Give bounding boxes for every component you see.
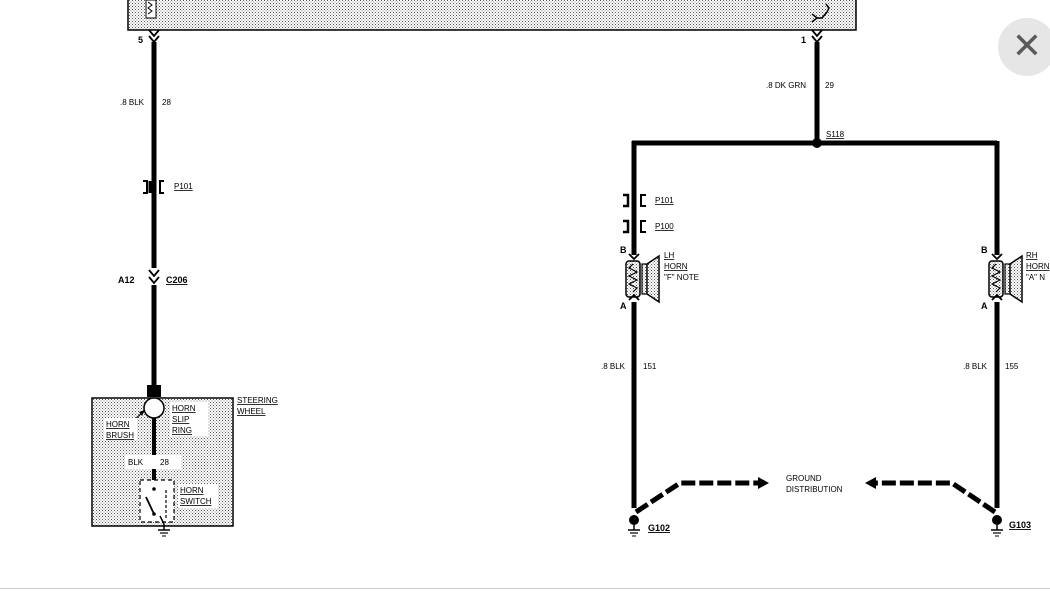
splice-s118-label: S118 (826, 130, 845, 139)
connector-p100: P100 (623, 219, 674, 234)
right-circuit: 1 .8 DK GRN 29 S118 P101 P100 B (601, 29, 1050, 537)
pin-1-label: 1 (801, 35, 806, 45)
horn-switch-label-line2: SWITCH (180, 497, 212, 506)
bottom-toolbar-edge (0, 588, 1050, 594)
connector-c206: A12 C206 (118, 269, 188, 285)
ground-g102: G102 (628, 515, 670, 537)
rh-horn-label-line2: HORN (1026, 262, 1050, 271)
ground-distribution: GROUND DISTRIBUTION (634, 474, 997, 515)
pin-5-label: 5 (138, 35, 143, 45)
lh-ground-wire-gauge-color: .8 BLK (601, 362, 626, 371)
connector-p101-left: P101 (143, 180, 193, 194)
lh-ground-wire-circuit: 151 (643, 362, 657, 371)
connector-p101-right-label: P101 (655, 196, 674, 205)
lh-horn-label-line1: LH (664, 251, 674, 260)
left-circuit: 5 .8 BLK 28 P101 A12 C206 STEERING WHEEL (91, 29, 278, 537)
horn-slip-ring-label-line3: RING (172, 426, 192, 435)
ground-g102-label: G102 (648, 523, 670, 533)
wire-color-inner: BLK (128, 458, 144, 467)
lh-horn-label-line3: "F" NOTE (664, 273, 699, 282)
wire-gauge-color-left-top: .8 BLK (120, 98, 145, 107)
wire-gauge-color-right-top: .8 DK GRN (766, 81, 806, 90)
close-button[interactable]: ✕ (998, 18, 1050, 76)
lh-horn-pin-b: B (620, 245, 627, 255)
horn-slip-ring-label-line1: HORN (172, 404, 196, 413)
close-icon: ✕ (1011, 26, 1043, 67)
wire-circuit-right-top: 29 (825, 81, 834, 90)
horn-switch-label-line1: HORN (180, 486, 204, 495)
steering-wheel-label-line2: WHEEL (237, 407, 266, 416)
steering-wheel-label-line1: STEERING (237, 396, 278, 405)
splice-s118-dot (812, 138, 822, 148)
ground-g103: G103 (991, 515, 1031, 537)
rh-horn-label-line1: RH (1026, 251, 1038, 260)
rh-horn-pin-a: A (981, 301, 988, 311)
rh-ground-wire-gauge-color: .8 BLK (963, 362, 988, 371)
connector-p100-label: P100 (655, 222, 674, 231)
ground-distribution-label-line2: DISTRIBUTION (786, 485, 843, 494)
steering-wheel-box: STEERING WHEEL HORN BRUSH HORN SLIP RING… (91, 385, 278, 527)
wire-circuit-left-top: 28 (162, 98, 171, 107)
horn-brush-label-line2: BRUSH (106, 431, 134, 440)
top-module (127, 0, 857, 31)
rh-horn: B A RH HORN "A" N (981, 245, 1050, 311)
horn-brush-label-line1: HORN (106, 420, 130, 429)
wire-circuit-inner: 28 (160, 458, 169, 467)
ground-g103-label: G103 (1009, 520, 1031, 530)
lh-horn: B A LH HORN "F" NOTE (620, 245, 699, 311)
connector-p101-left-label: P101 (174, 182, 193, 191)
horn-switch: HORN SWITCH (139, 479, 218, 523)
horn-slip-ring-label-line2: SLIP (172, 415, 189, 424)
pin-a12-label: A12 (118, 275, 135, 285)
connector-c206-label: C206 (166, 275, 188, 285)
connector-p101-right: P101 (623, 193, 674, 208)
ground-distribution-label-line1: GROUND (786, 474, 822, 483)
rh-horn-pin-b: B (981, 245, 988, 255)
rh-horn-label-line3: "A" N (1026, 273, 1045, 282)
lh-horn-pin-a: A (620, 301, 627, 311)
rh-ground-wire-circuit: 155 (1005, 362, 1019, 371)
lh-horn-label-line2: HORN (664, 262, 688, 271)
steering-wheel-ground-symbol (158, 524, 170, 537)
